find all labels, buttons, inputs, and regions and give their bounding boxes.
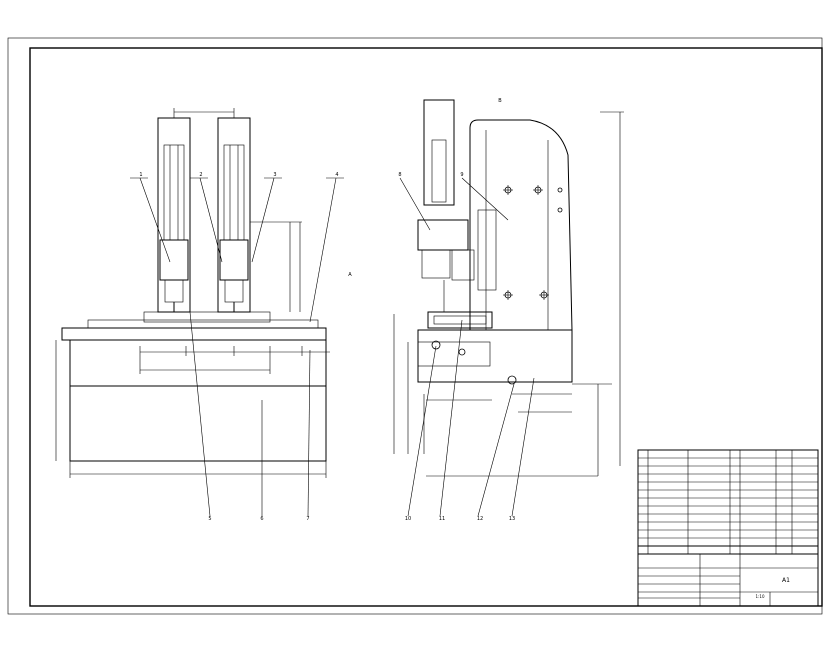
scale-label: 1:10 (756, 594, 765, 599)
balloon-8: 8 (398, 172, 401, 178)
balloon-7: 7 (306, 516, 309, 522)
front-base-upper (69, 339, 327, 387)
front-view (55, 108, 344, 517)
balloon-1: 1 (139, 172, 142, 178)
side-view (393, 99, 624, 517)
balloon-13: 13 (509, 516, 515, 522)
side-head-block (423, 99, 455, 206)
section-mark-b: B (498, 98, 502, 104)
right-column (217, 117, 251, 313)
inner-frame (29, 47, 823, 607)
sheet-size-label: A1 (782, 577, 790, 584)
mounting-holes (503, 185, 563, 300)
parts-list-table (637, 449, 819, 555)
balloon-6: 6 (260, 516, 263, 522)
outer-border (7, 37, 823, 615)
left-column (157, 117, 191, 313)
side-base (417, 329, 573, 383)
balloon-9: 9 (460, 172, 463, 178)
balloon-2: 2 (199, 172, 202, 178)
balloon-12: 12 (477, 516, 483, 522)
side-column-body (469, 119, 573, 331)
side-spindle-housing (417, 219, 469, 251)
side-table-top (427, 311, 493, 329)
section-mark-a: A (348, 272, 352, 278)
balloon-10: 10 (405, 516, 411, 522)
title-block: A1 1:10 (637, 553, 819, 607)
front-table-plate (61, 327, 327, 341)
front-base-block (69, 385, 327, 462)
balloon-11: 11 (439, 516, 445, 522)
balloon-4: 4 (335, 172, 338, 178)
balloon-5: 5 (208, 516, 211, 522)
balloon-3: 3 (273, 172, 276, 178)
